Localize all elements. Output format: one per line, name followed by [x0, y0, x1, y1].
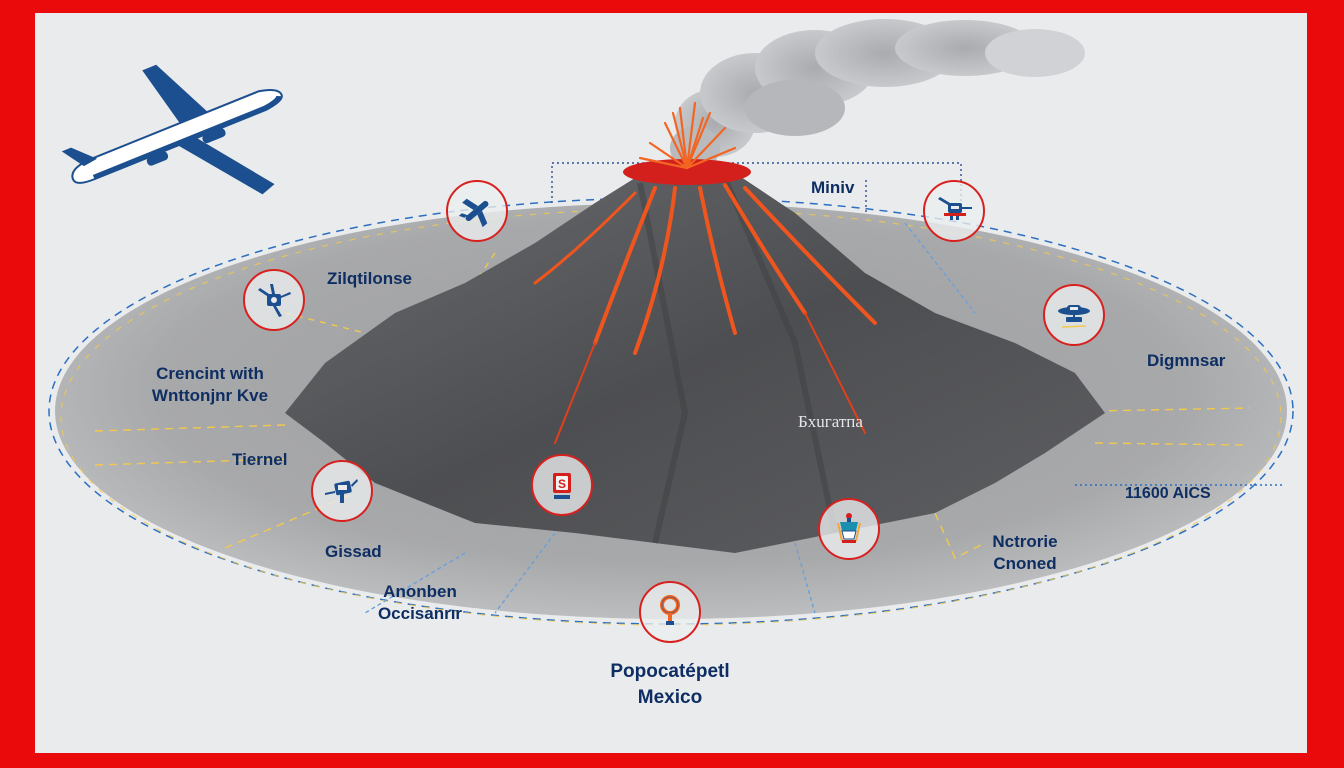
airplane-icon — [61, 64, 283, 195]
svg-text:S: S — [558, 477, 566, 491]
volcano-cone — [285, 173, 1105, 553]
lava-flows — [533, 183, 877, 444]
label-right-lower-line1: Nctrorie — [992, 532, 1058, 551]
sensor-icon: S — [553, 473, 571, 499]
location-pin-icon — [660, 595, 680, 625]
label-bottom-left-line1: Anonben — [383, 582, 457, 601]
title-volcano-name: Popocatépetl — [610, 661, 730, 682]
volcano-illustration — [48, 19, 1294, 626]
aircraft-icon — [938, 197, 972, 220]
label-left-mid: Tiernel — [232, 450, 288, 469]
monitoring-station-icon — [837, 513, 861, 543]
smoke-plume — [670, 19, 1085, 170]
label-bottom-left-line2: Occisanrır — [377, 604, 463, 623]
label-altitude: 11600 AICS — [1125, 485, 1211, 502]
label-top-right: Miniv — [811, 178, 855, 197]
title-country: Mexico — [637, 687, 703, 708]
marker-drone-lower-left[interactable] — [311, 460, 373, 522]
crater — [623, 159, 751, 185]
label-right-lower: Nctrorie Cnoned — [975, 531, 1075, 575]
airplane-icon — [458, 198, 489, 228]
label-bottom-left: Anonben Occisanrır — [360, 581, 480, 625]
marker-location-bottom[interactable] — [639, 581, 701, 643]
marker-drone-right[interactable] — [1043, 284, 1105, 346]
marker-drone-left[interactable] — [243, 269, 305, 331]
drone-icon — [258, 284, 291, 317]
marker-sensor-center[interactable]: S — [531, 454, 593, 516]
infographic-canvas: S — [35, 13, 1307, 753]
label-left-lower: Gissad — [325, 542, 382, 561]
label-top-left: Zilqtilonse — [327, 269, 412, 288]
label-left-upper-line1: Crencint with — [156, 364, 264, 383]
marker-station-lower-right[interactable] — [818, 498, 880, 560]
marker-aircraft-top[interactable] — [446, 180, 508, 242]
label-left-upper: Crencint with Wnttonjnr Kve — [135, 363, 285, 407]
label-right-lower-line2: Cnoned — [993, 554, 1057, 573]
label-right-upper: Digmnsar — [1147, 351, 1226, 370]
title-location: Popocatépetl Mexico — [570, 659, 770, 711]
label-left-upper-line2: Wnttonjnr Kve — [151, 386, 269, 405]
drone-icon — [1058, 305, 1090, 328]
label-slope: Бхuгатпа — [798, 412, 863, 431]
marker-aircraft-top-right[interactable] — [923, 180, 985, 242]
eruption-burst — [638, 101, 737, 170]
drone-icon — [325, 479, 358, 503]
